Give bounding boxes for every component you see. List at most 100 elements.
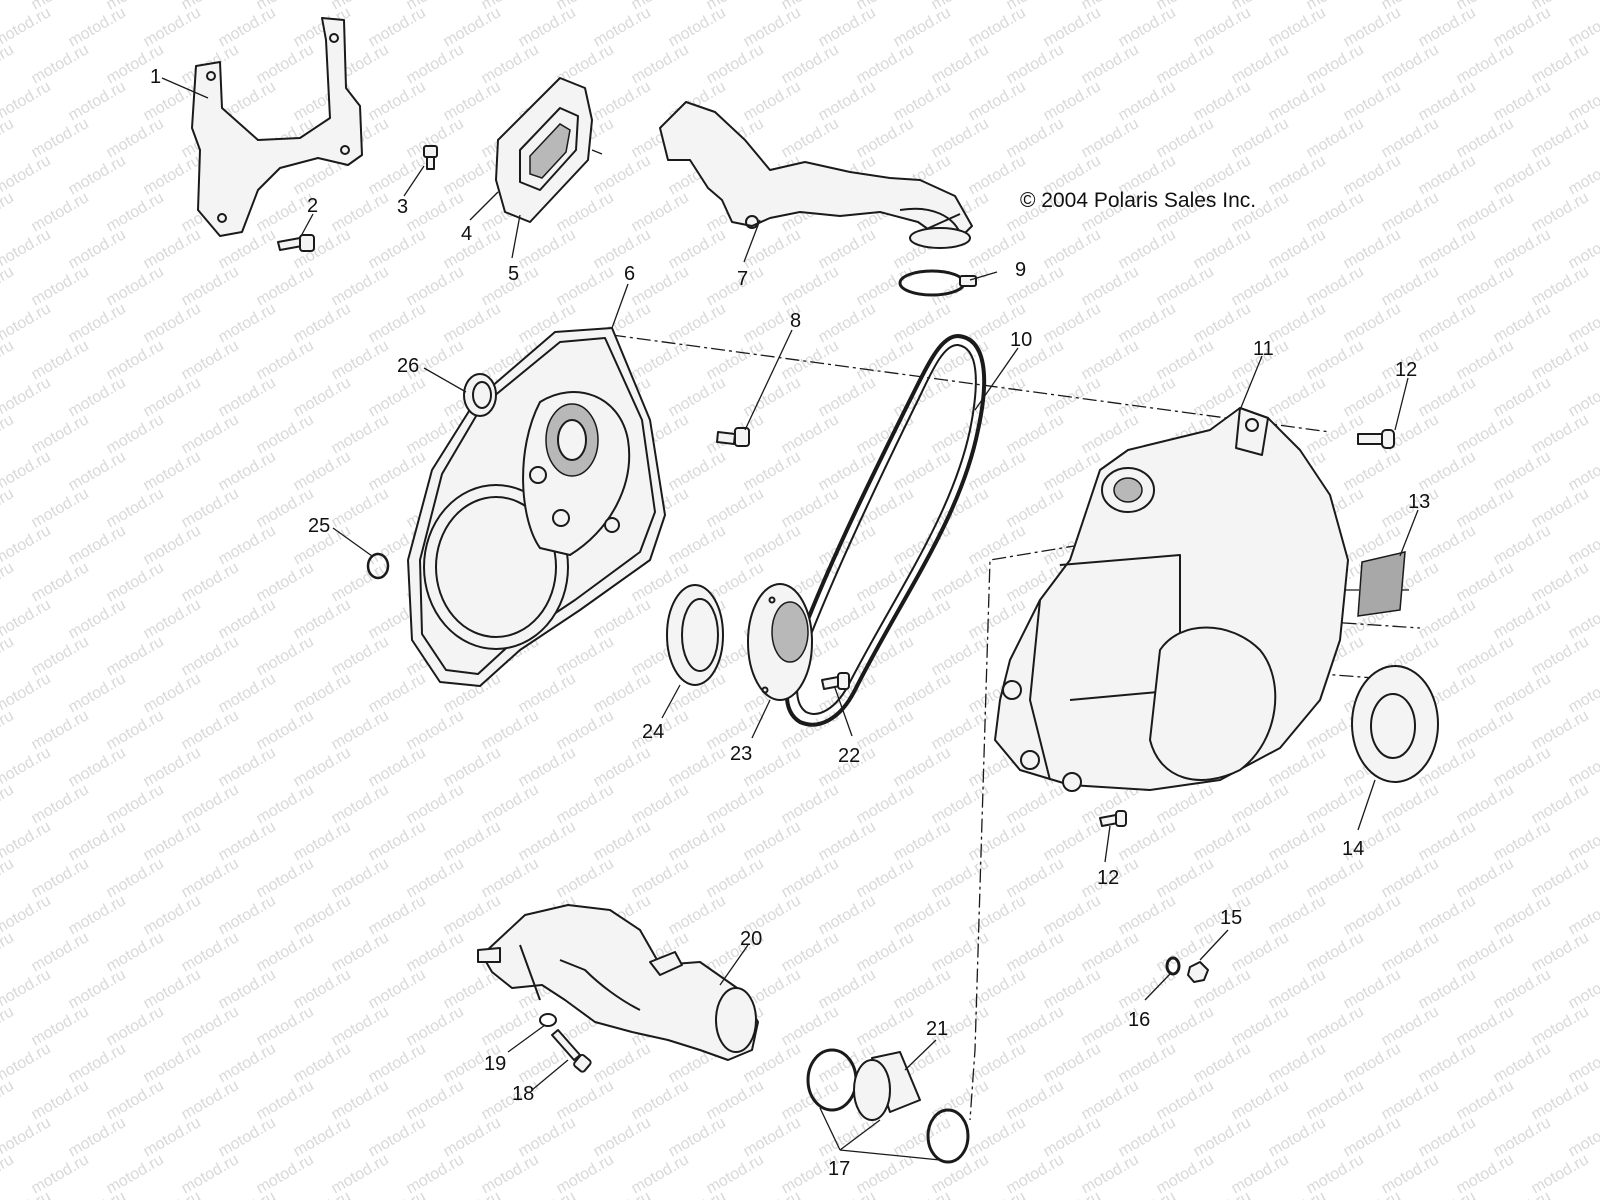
part-8-bolt xyxy=(716,427,750,447)
callout-11: 11 xyxy=(1253,338,1274,360)
watermark-text: motod.ru xyxy=(29,633,92,679)
watermark-text: motod.ru xyxy=(779,115,842,161)
watermark-text: motod.ru xyxy=(1379,1003,1442,1049)
watermark-text: motod.ru xyxy=(1454,855,1517,901)
watermark-text: motod.ru xyxy=(891,744,954,790)
watermark-text: motod.ru xyxy=(1454,633,1517,679)
watermark-text: motod.ru xyxy=(291,1040,354,1086)
watermark-text: motod.ru xyxy=(441,1114,504,1160)
watermark-text: motod.ru xyxy=(254,559,317,605)
watermark-text: motod.ru xyxy=(516,1188,579,1200)
watermark-text: motod.ru xyxy=(1229,1003,1292,1049)
watermark-text: motod.ru xyxy=(1191,1188,1254,1200)
watermark-text: motod.ru xyxy=(66,1040,129,1086)
watermark-text: motod.ru xyxy=(29,189,92,235)
watermark-text: motod.ru xyxy=(516,226,579,272)
watermark-text: motod.ru xyxy=(779,1077,842,1123)
watermark-text: motod.ru xyxy=(216,374,279,420)
watermark-text: motod.ru xyxy=(216,448,279,494)
part-9-clamp xyxy=(898,269,977,297)
watermark-text: motod.ru xyxy=(1341,152,1404,198)
watermark-text: motod.ru xyxy=(104,559,167,605)
part-1-bracket xyxy=(191,17,363,237)
watermark-text: motod.ru xyxy=(1341,966,1404,1012)
watermark-text: motod.ru xyxy=(1154,263,1217,309)
watermark-text: motod.ru xyxy=(741,448,804,494)
callout-labels: 1 2 3 4 5 6 7 8 9 10 11 12 12 13 14 15 1… xyxy=(150,66,1430,1180)
watermark-text: motod.ru xyxy=(816,1188,879,1200)
callout-26: 26 xyxy=(397,355,419,377)
watermark-text: motod.ru xyxy=(554,1077,617,1123)
watermark-text: motod.ru xyxy=(104,1077,167,1123)
watermark-text: motod.ru xyxy=(1416,4,1479,50)
watermark-text: motod.ru xyxy=(479,1151,542,1197)
watermark-text: motod.ru xyxy=(329,263,392,309)
watermark-text: motod.ru xyxy=(0,1151,17,1197)
watermark-text: motod.ru xyxy=(591,226,654,272)
watermark-text: motod.ru xyxy=(141,1040,204,1086)
watermark-text: motod.ru xyxy=(141,818,204,864)
watermark-text: motod.ru xyxy=(929,633,992,679)
watermark-text: motod.ru xyxy=(779,485,842,531)
watermark-text: motod.ru xyxy=(1379,855,1442,901)
watermark-text: motod.ru xyxy=(329,855,392,901)
watermark-text: motod.ru xyxy=(591,1040,654,1086)
watermark-text: motod.ru xyxy=(141,4,204,50)
watermark-text: motod.ru xyxy=(1529,855,1592,901)
watermark-text: motod.ru xyxy=(141,744,204,790)
watermark-text: motod.ru xyxy=(0,411,17,457)
watermark-text: motod.ru xyxy=(216,818,279,864)
watermark-text: motod.ru xyxy=(1116,1114,1179,1160)
watermark-text: motod.ru xyxy=(1454,781,1517,827)
watermark-text: motod.ru xyxy=(1529,115,1592,161)
watermark-text: motod.ru xyxy=(66,744,129,790)
watermark-text: motod.ru xyxy=(254,337,317,383)
watermark-text: motod.ru xyxy=(479,1003,542,1049)
callout-19: 19 xyxy=(484,1053,506,1075)
callout-12-upper: 12 xyxy=(1395,359,1417,381)
watermark-text: motod.ru xyxy=(1491,596,1554,642)
watermark-text: motod.ru xyxy=(1341,78,1404,124)
part-20-exhaust-duct xyxy=(477,904,759,1061)
watermark-text: motod.ru xyxy=(629,1077,692,1123)
watermark-text: motod.ru xyxy=(291,892,354,938)
callout-18: 18 xyxy=(512,1083,534,1105)
watermark-text: motod.ru xyxy=(1116,892,1179,938)
watermark-text: motod.ru xyxy=(966,1114,1029,1160)
watermark-text: motod.ru xyxy=(1454,559,1517,605)
watermark-text: motod.ru xyxy=(1229,1151,1292,1197)
watermark-text: motod.ru xyxy=(66,226,129,272)
watermark-text: motod.ru xyxy=(291,1114,354,1160)
watermark-text: motod.ru xyxy=(1304,263,1367,309)
watermark-text: motod.ru xyxy=(891,596,954,642)
watermark-text: motod.ru xyxy=(1491,670,1554,716)
watermark-text: motod.ru xyxy=(629,41,692,87)
watermark-text: motod.ru xyxy=(1116,226,1179,272)
watermark-text: motod.ru xyxy=(0,781,17,827)
callout-9: 9 xyxy=(1015,259,1026,281)
watermark-text: motod.ru xyxy=(1041,78,1104,124)
watermark-text: motod.ru xyxy=(1529,411,1592,457)
part-16-washer xyxy=(1165,956,1181,976)
watermark-text: motod.ru xyxy=(779,1003,842,1049)
watermark-text: motod.ru xyxy=(254,707,317,753)
watermark-text: motod.ru xyxy=(591,1114,654,1160)
part-12-screw-lower xyxy=(1099,810,1127,827)
watermark-text: motod.ru xyxy=(704,1077,767,1123)
watermark-text: motod.ru xyxy=(854,781,917,827)
watermark-text: motod.ru xyxy=(66,670,129,716)
watermark-text: motod.ru xyxy=(29,411,92,457)
watermark-text: motod.ru xyxy=(366,374,429,420)
watermark-text: motod.ru xyxy=(966,4,1029,50)
watermark-text: motod.ru xyxy=(66,374,129,420)
watermark-text: motod.ru xyxy=(1304,337,1367,383)
watermark-text: motod.ru xyxy=(179,707,242,753)
watermark-text: motod.ru xyxy=(366,226,429,272)
watermark-text: motod.ru xyxy=(816,892,879,938)
callout-10: 10 xyxy=(1010,329,1032,351)
watermark-text: motod.ru xyxy=(1416,152,1479,198)
watermark-text: motod.ru xyxy=(629,781,692,827)
watermark-text: motod.ru xyxy=(891,966,954,1012)
watermark-text: motod.ru xyxy=(1266,1114,1329,1160)
watermark-text: motod.ru xyxy=(329,559,392,605)
